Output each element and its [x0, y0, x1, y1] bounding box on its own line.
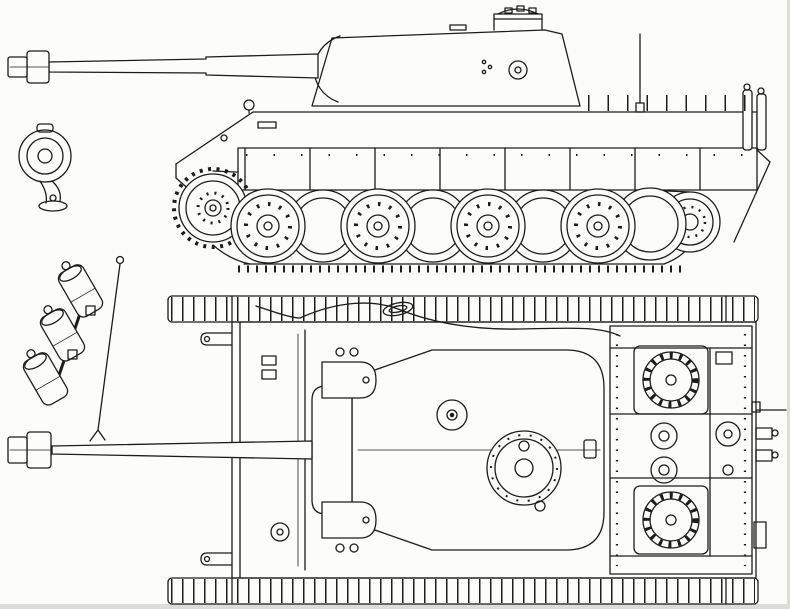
commander-cupola-plan: [486, 430, 562, 506]
muzzle-brake: [7, 50, 50, 84]
periscope: [261, 355, 277, 366]
crew-hatch: [321, 361, 377, 399]
periscope: [335, 347, 345, 357]
engine-deck: [609, 325, 753, 575]
turret-side: [7, 5, 581, 107]
exhaust-plan: [755, 427, 773, 440]
side-skirts: [237, 147, 758, 191]
mg-ball-mount: [270, 522, 290, 542]
side-view: [7, 5, 771, 273]
glacis-edge: [175, 111, 254, 165]
exhaust-pipe: [756, 93, 767, 151]
detail-headlight: [18, 123, 72, 212]
gun-barrel: [48, 53, 319, 79]
plan-view: [7, 295, 787, 605]
turret-plan: [7, 347, 605, 553]
periscope: [335, 543, 345, 553]
gun-barrel-plan: [51, 440, 313, 460]
muzzle-brake-plan: [7, 431, 52, 469]
commander-cupola: [493, 5, 543, 31]
tow-shackles: [200, 332, 233, 566]
filler-cap: [650, 456, 678, 484]
rear-fittings: [751, 401, 787, 549]
periscope: [261, 369, 277, 380]
turret-vent-fan: [436, 399, 468, 431]
smoke-discharger: [22, 349, 69, 406]
detail-smoke-dischargers: [22, 255, 125, 442]
filler-cap: [650, 422, 678, 450]
periscope: [349, 543, 359, 553]
driver-visor: [257, 121, 277, 129]
filler-cap: [715, 421, 741, 447]
gun-mantlet-plan: [311, 385, 353, 515]
road-wheels: [229, 187, 687, 265]
towing-cable: [255, 301, 621, 337]
cooling-fan-grille: [642, 491, 700, 549]
roof-vent: [449, 24, 467, 31]
rear-plate: [733, 149, 771, 243]
crew-hatch: [321, 501, 377, 539]
smoke-discharger: [39, 305, 86, 362]
cooling-fan-grille: [642, 351, 700, 409]
jack: [753, 521, 767, 549]
pistol-port: [508, 60, 528, 80]
running-gear: [172, 167, 721, 265]
headlight-cap: [36, 123, 54, 133]
exhaust-plan: [755, 449, 773, 462]
hull-headlight: [243, 99, 255, 111]
smoke-discharger: [57, 261, 104, 318]
headlight-base: [38, 200, 68, 212]
hull-side: [175, 33, 771, 243]
periscope: [349, 347, 359, 357]
antenna-mount: [635, 102, 645, 113]
mounting-rod: [97, 263, 121, 431]
turret-outline: [311, 29, 581, 107]
